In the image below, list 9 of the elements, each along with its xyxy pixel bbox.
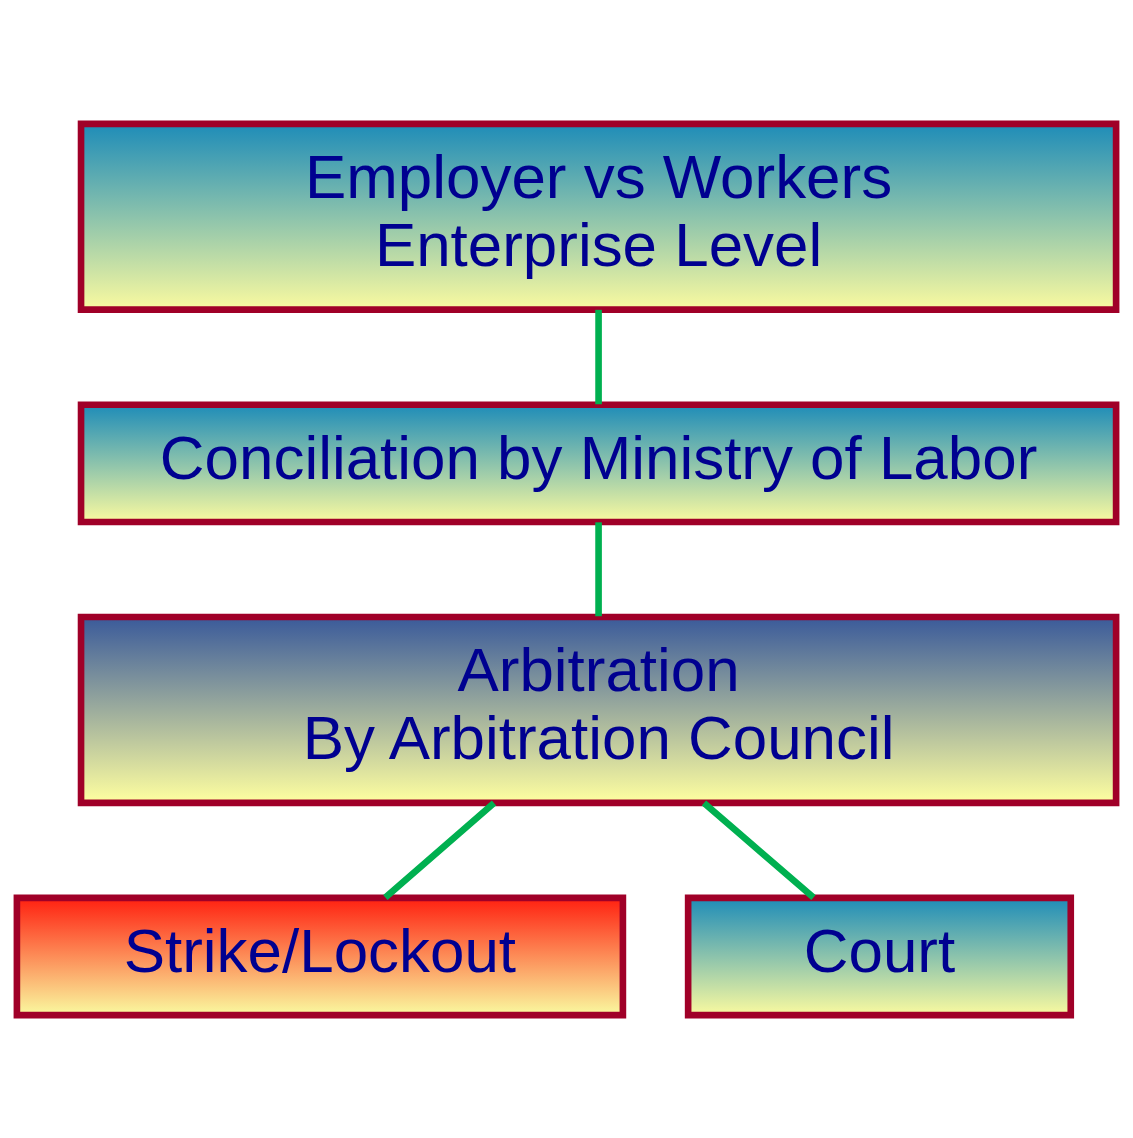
connector: [701, 800, 816, 900]
node-box: Employer vs Workers Enterprise Level: [77, 120, 1120, 313]
node-box: Strike/Lockout: [13, 894, 627, 1018]
connector: [383, 800, 497, 900]
node-box: Arbitration By Arbitration Council: [77, 613, 1120, 806]
connector: [595, 521, 602, 616]
node-box: Court: [684, 894, 1075, 1018]
connector: [595, 309, 602, 404]
node-box: Conciliation by Ministry of Labor: [77, 400, 1120, 525]
